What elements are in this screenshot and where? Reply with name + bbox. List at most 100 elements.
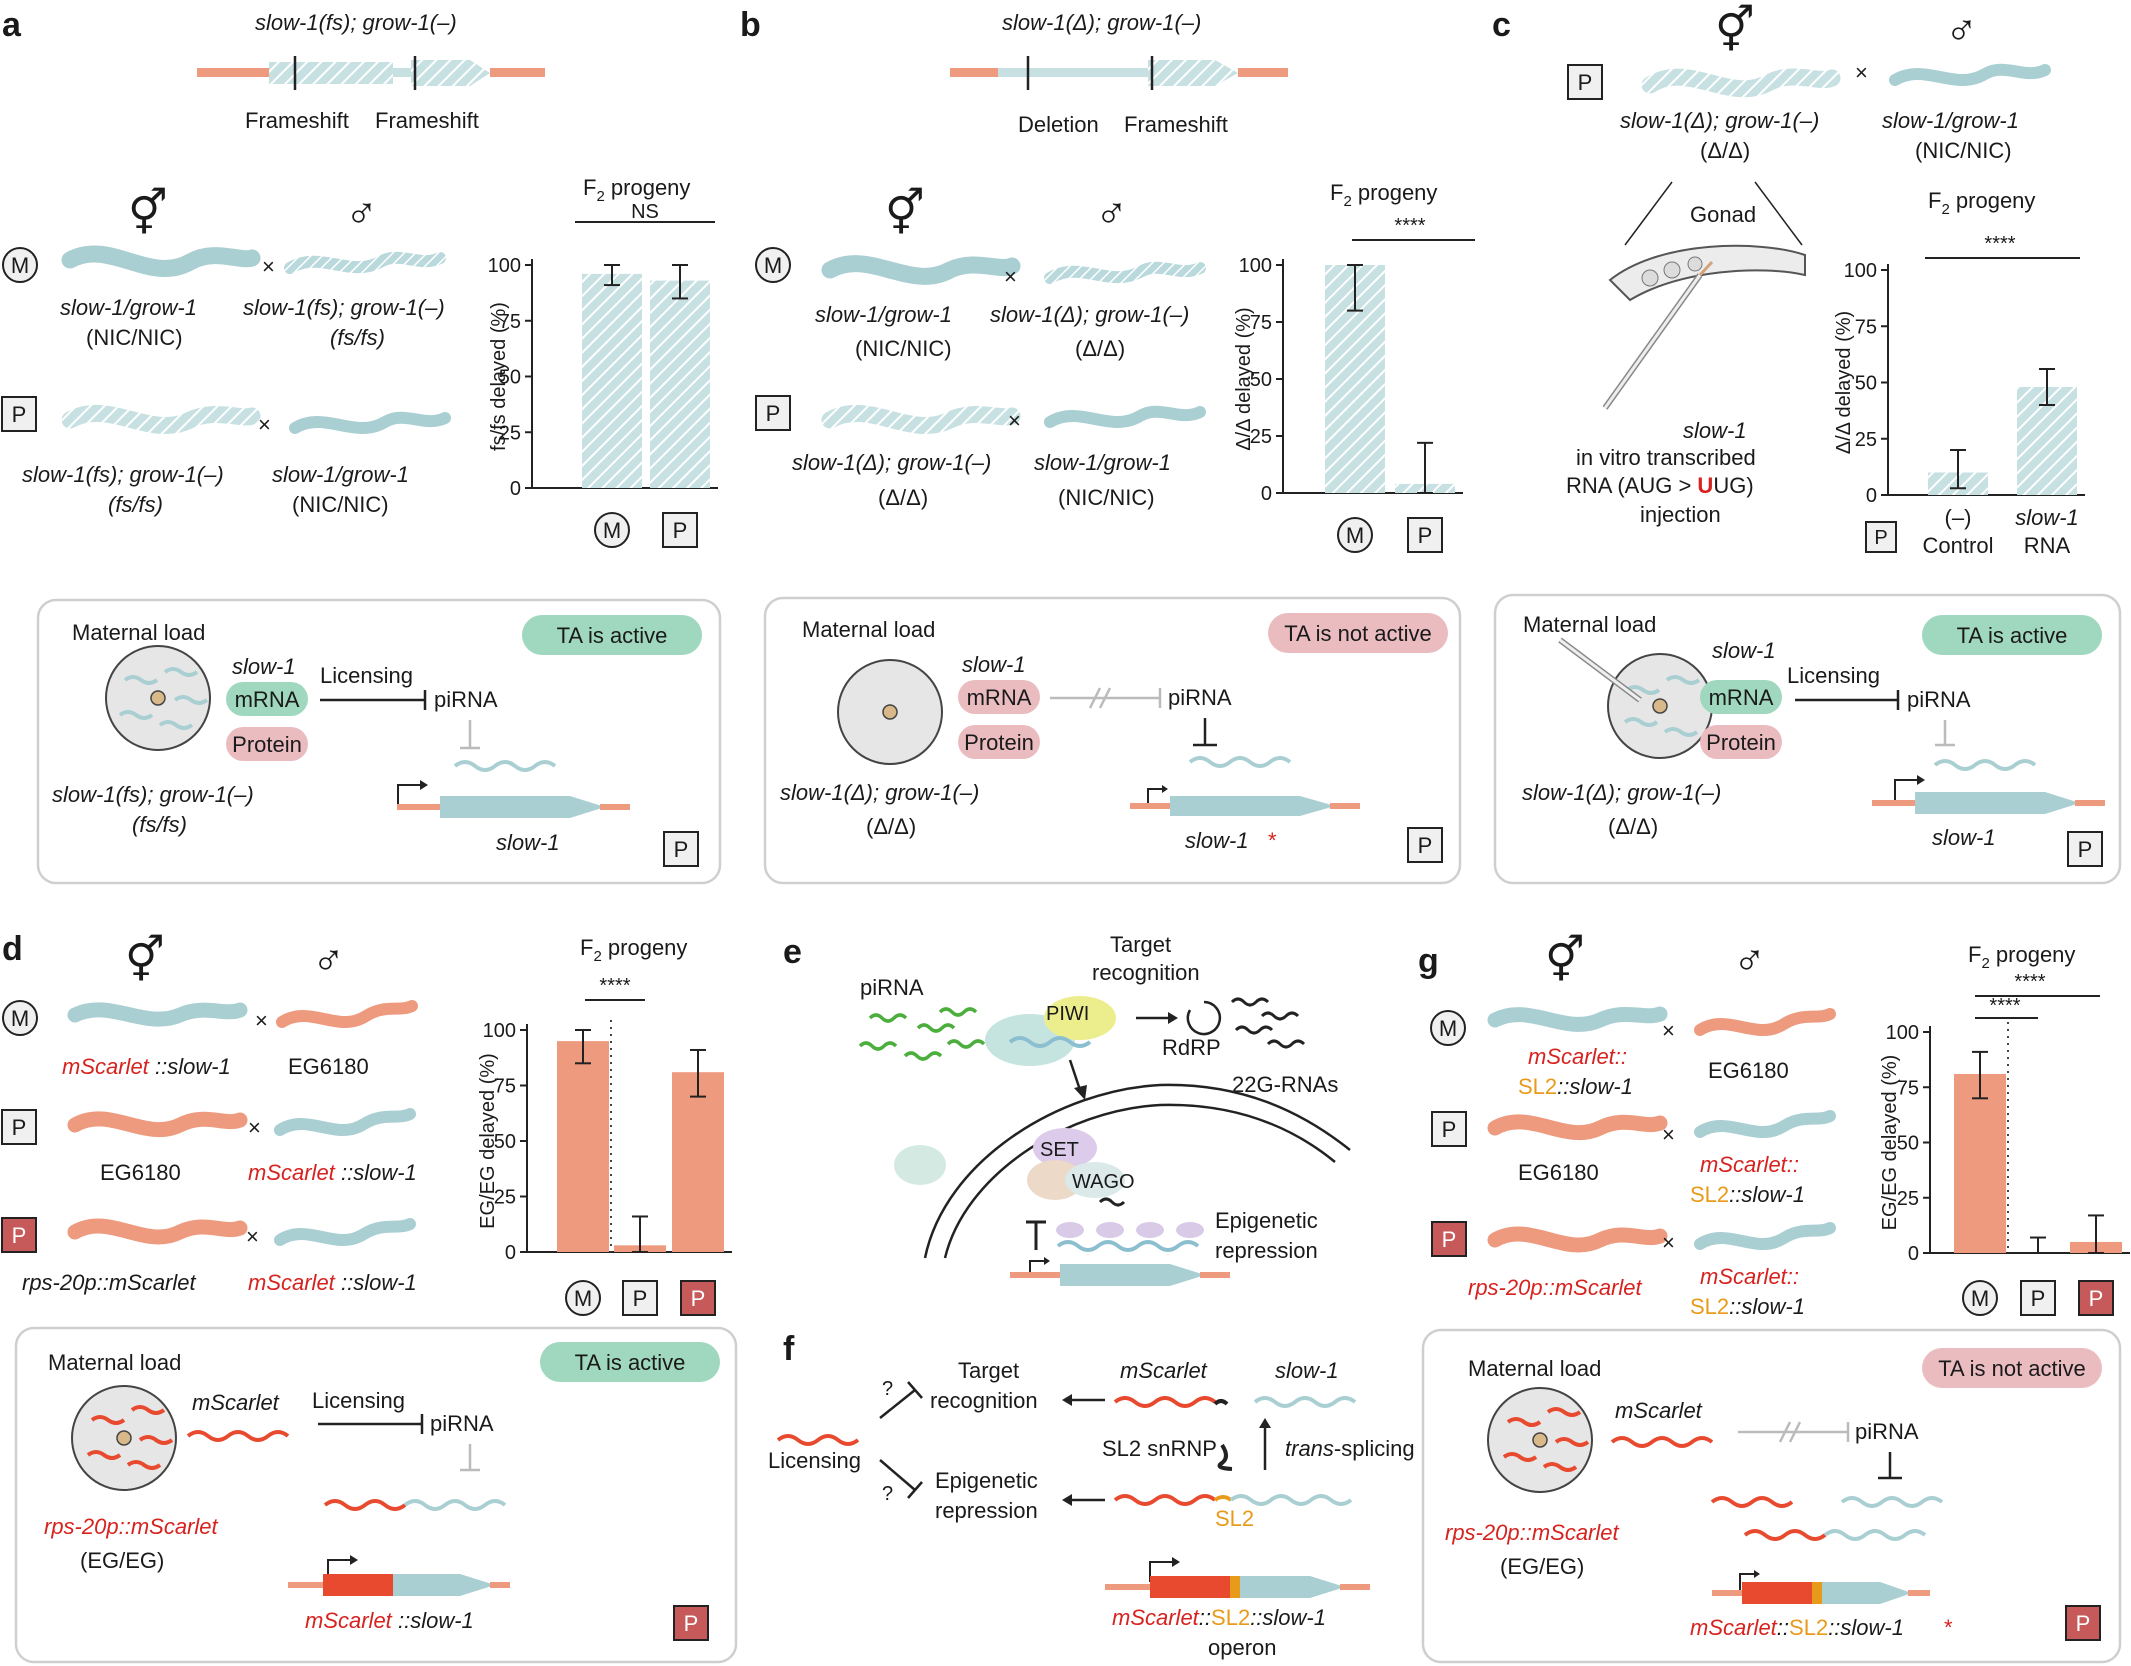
y-tick-label: 50 [1250, 369, 1272, 391]
pirna-b: piRNA [1168, 685, 1232, 710]
mrna-pill-c [1700, 680, 1782, 714]
category-label: M [1346, 523, 1364, 548]
box-gene-d-1: mScarlet [305, 1608, 393, 1633]
svg-text:P: P [12, 1115, 27, 1140]
worm-m-herm-a [61, 245, 261, 277]
panel-label-a: a [2, 6, 22, 44]
mrna-text-c: mRNA [1709, 685, 1774, 710]
panel-label-g: g [1418, 942, 1439, 980]
ta-text-b: TA is not active [1284, 621, 1432, 646]
y-axis-label: Δ/Δ delayed (%) [1833, 311, 1855, 454]
panel-a: a slow-1(fs); grow-1(–) Frameshift Frame… [1, 6, 722, 885]
y-tick-label: 100 [1844, 260, 1877, 282]
cross-b-m-right-1: slow-1(Δ); grow-1(–) [990, 302, 1189, 327]
ta-text-a: TA is active [557, 623, 668, 648]
bar [582, 273, 642, 488]
g-row1-l2: SL2::slow-1 [1518, 1074, 1633, 1099]
cross-a-m-right-2: (fs/fs) [330, 325, 385, 350]
embryo-b [837, 659, 943, 765]
significance-label: **** [2014, 971, 2045, 993]
gene-label-b-2: Frameshift [1124, 112, 1228, 137]
category-badge-P [2020, 1280, 2056, 1316]
embryo-c [1558, 637, 1713, 759]
category-badge-P [662, 512, 698, 548]
licensing-a: Licensing [320, 663, 413, 688]
worm-d3-herm [67, 1218, 248, 1245]
cross-g-3: × [1662, 1230, 1675, 1255]
svg-text:P: P [1418, 833, 1433, 858]
panel-g: g ⚥ ♂ M × mScarlet:: SL2::slow-1 EG6180 … [1418, 934, 2130, 1664]
maternal-load-c: Maternal load [1523, 612, 1656, 637]
svg-text:P: P [1578, 70, 1593, 95]
d-row3-b: mScarlet [248, 1270, 336, 1295]
y-tick-label: 100 [488, 255, 521, 277]
y-axis-label: Δ/Δ delayed (%) [1233, 307, 1255, 450]
y-tick-label: 0 [1261, 483, 1272, 505]
cross-g-1: × [1662, 1018, 1675, 1043]
gene-top-a: slow-1(fs); grow-1(–) [255, 10, 457, 35]
mrna-pill-a [226, 682, 308, 716]
male-symbol-a: ♂ [345, 189, 378, 238]
box-geno-c-2: (Δ/Δ) [1608, 814, 1658, 839]
box-geno-a-1: slow-1(fs); grow-1(–) [52, 782, 254, 807]
panel-label-f: f [783, 1330, 795, 1368]
protein-text-a: Protein [232, 732, 302, 757]
ta-text-d: TA is active [575, 1350, 686, 1375]
mscarlet-exon-d [323, 1574, 393, 1596]
protein-text-c: Protein [1706, 730, 1776, 755]
parent-left-c-2: (Δ/Δ) [1700, 138, 1750, 163]
badge-P-b: P [755, 395, 791, 431]
worm-g2-male [1694, 1110, 1836, 1138]
category-label-line1: (–) [1945, 505, 1972, 530]
svg-text:P: P [2076, 1611, 2091, 1636]
significance-label: **** [1989, 995, 2020, 1017]
worm-g3-male [1694, 1222, 1836, 1250]
worm-p-herm-b [821, 404, 1021, 434]
box-geno-b-1: slow-1(Δ); grow-1(–) [780, 780, 979, 805]
svg-text:M: M [11, 253, 29, 278]
cross-b-m-left-2: (NIC/NIC) [855, 336, 952, 361]
box-gene-label-a: slow-1 [232, 654, 296, 679]
svg-text:M: M [1439, 1016, 1457, 1041]
cross-b-p-right-1: slow-1/grow-1 [1034, 450, 1171, 475]
target-e-1: Target [1110, 932, 1171, 957]
g-row3-l: rps-20p::mScarlet [1468, 1275, 1643, 1300]
cross-b-m: × [1004, 264, 1017, 289]
y-tick-label: 25 [499, 422, 521, 444]
category-label-line2: Control [1923, 533, 1994, 558]
y-tick-label: 0 [510, 478, 521, 500]
ta-badge-c [1922, 615, 2102, 655]
box-geno-g-1: rps-20p::mScarlet [1445, 1520, 1620, 1545]
box-gene-g: mScarlet::SL2::slow-1 [1690, 1615, 1904, 1640]
cross-d-3: × [246, 1224, 259, 1249]
exon2-b [1148, 60, 1238, 86]
cross-b-p-right-2: (NIC/NIC) [1058, 485, 1155, 510]
y-axis-label: fs/fs delayed (%) [488, 302, 510, 451]
box-gene-a: slow-1 [496, 830, 560, 855]
cross-a-m: × [262, 254, 275, 279]
worm-d2-herm [67, 1111, 248, 1138]
gene-arrow-c [1915, 792, 2080, 814]
box-gene-c: slow-1 [1932, 825, 1996, 850]
utr-left-a [197, 68, 269, 77]
utr-right-a [490, 68, 545, 77]
embryo-a [105, 645, 211, 751]
y-axis-label: EG/EG delayed (%) [1879, 1055, 1901, 1231]
category-badge-P-red [680, 1280, 716, 1316]
epi-f-2: repression [935, 1498, 1038, 1523]
worm-d1-male [276, 1000, 418, 1028]
q-f-1: ? [882, 1378, 893, 1400]
cross-a-m-left-2: (NIC/NIC) [86, 325, 183, 350]
cross-d-2: × [248, 1115, 261, 1140]
y-tick-label: 100 [1239, 255, 1272, 277]
badge-Pred-g: P [1431, 1221, 1467, 1257]
bar [557, 1041, 609, 1252]
herm-symbol-a: ⚥ [128, 187, 168, 238]
herm-symbol-d: ⚥ [125, 934, 165, 985]
gene-arrow-b [1170, 796, 1335, 816]
target-rna-b [1188, 756, 1292, 768]
pirna-e: piRNA [860, 975, 924, 1000]
box-gene-label-c: slow-1 [1712, 638, 1776, 663]
